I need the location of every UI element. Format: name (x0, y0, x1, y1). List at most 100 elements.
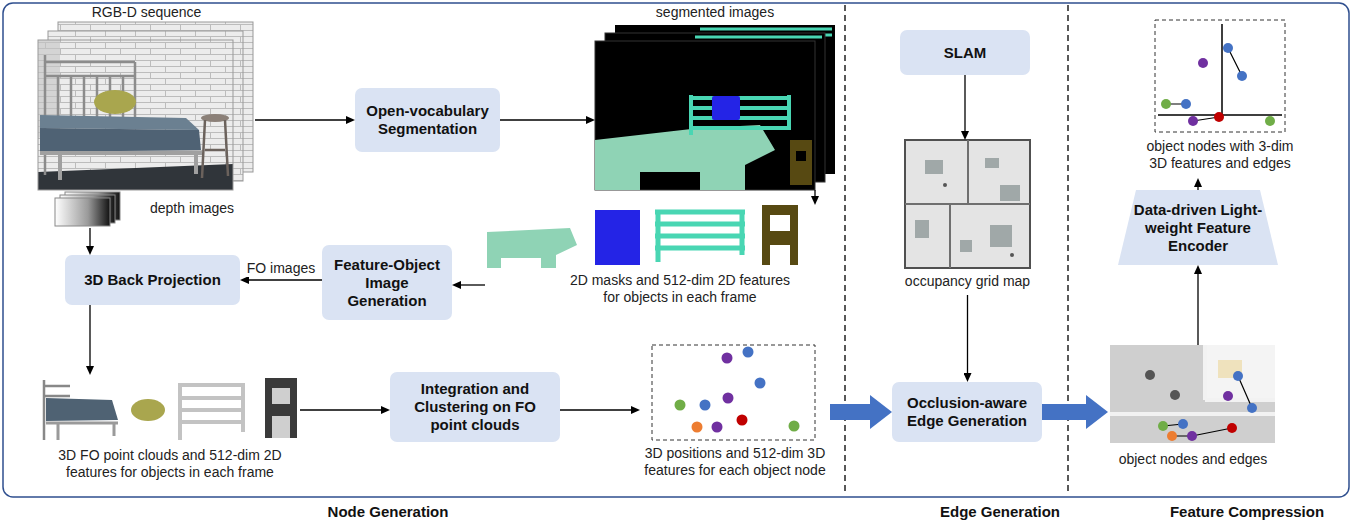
segmented-frames (695, 36, 822, 39)
occupancy-grid-map (1010, 253, 1014, 257)
occupancy-grid-map (925, 160, 943, 174)
segmented-frames (690, 95, 790, 135)
outer-frame (3, 3, 1349, 497)
graph-panel: 3D positions and 512-dim 3D features for… (640, 345, 830, 487)
object-node-scatter (723, 393, 734, 404)
scene-graph-map (1110, 345, 1275, 443)
box-label: Integration and Clustering on FO point c… (398, 380, 552, 434)
process-box: 3D Back Projection (65, 255, 240, 305)
scene-graph-map (1205, 345, 1275, 400)
rgbd-frames (38, 22, 253, 190)
occupancy-grid-map (1000, 185, 1020, 201)
object-masks (770, 245, 790, 265)
box-label: 3D Back Projection (73, 271, 232, 289)
caption-text: depth images (150, 200, 240, 217)
scene-graph-map (1163, 376, 1252, 436)
point-clouds (265, 378, 297, 438)
caption-text: 3D positions and 512-dim 3D features for… (640, 445, 830, 479)
flow-arrow (255, 119, 346, 120)
object-masks (655, 210, 745, 262)
caption-text: 3D FO point clouds and 512-dim 2D featur… (40, 447, 300, 481)
image-panel: 2D masks and 512-dim 2D features for obj… (485, 205, 825, 305)
flow-arrow (89, 305, 90, 366)
point-clouds (272, 388, 290, 404)
flow-arrow (1197, 187, 1198, 190)
segmented-frames (790, 140, 812, 185)
flow-arrow (249, 279, 322, 280)
scene-graph-map (1110, 345, 1275, 414)
scene-graph-map (1187, 431, 1197, 441)
process-box: Feature-Object Image Generation (322, 245, 452, 320)
process-box: Open-vocabulary Segmentation (355, 88, 500, 152)
occupancy-grid-map (915, 220, 929, 238)
compressed-graph-plot (1161, 99, 1171, 109)
segmented-frames (712, 96, 740, 120)
rgbd-frames (40, 115, 199, 130)
scene-graph-map (1233, 371, 1243, 381)
scene-graph-map (1110, 345, 1275, 443)
box-label: Occlusion-aware Edge Generation (900, 394, 1034, 430)
scene-graph-map (1158, 421, 1168, 431)
compressed-graph-plot (1237, 71, 1247, 81)
compressed-graph-plot (1188, 116, 1198, 126)
image-panel: 3D FO point clouds and 512-dim 2D featur… (40, 375, 300, 487)
rgbd-frames (40, 128, 201, 152)
map-panel: occupancy grid map (895, 140, 1040, 295)
object-node-scatter (737, 415, 748, 426)
rgbd-frames (38, 40, 233, 190)
process-box: Occlusion-aware Edge Generation (892, 382, 1042, 442)
object-node-scatter (722, 353, 733, 364)
process-box: SLAM (900, 30, 1030, 75)
point-clouds (46, 423, 118, 440)
object-node-scatter (692, 422, 703, 433)
occupancy-grid-map (905, 140, 1030, 268)
box-label: Data-driven Light-weight Feature Encoder (1132, 201, 1264, 255)
box-label: Open-vocabulary Segmentation (363, 102, 492, 138)
rgbd-frames (94, 90, 136, 114)
flow-arrow (500, 119, 586, 120)
point-clouds (44, 378, 297, 440)
occupancy-grid-map (943, 183, 947, 187)
object-node-scatter (755, 378, 766, 389)
image-panel: segmented images (595, 4, 835, 190)
map-panel: object nodes and edges (1108, 345, 1278, 470)
scene-graph-map (1167, 431, 1177, 441)
rgbd-frames (38, 40, 233, 190)
object-node-scatter (652, 345, 815, 440)
graph-panel: object nodes with 3-dim 3D features and … (1140, 18, 1300, 178)
point-clouds (131, 399, 165, 421)
section-title: Edge Generation (880, 503, 1120, 521)
section-divider (845, 5, 1068, 495)
trapezoid-shape (1118, 190, 1278, 265)
object-masks (762, 205, 798, 265)
segmented-frames (595, 41, 815, 190)
object-node-scatter (712, 422, 723, 433)
occupancy-grid-map (990, 225, 1012, 247)
image-panel: RGB-D sequence (38, 4, 255, 190)
edge-label: FO images (245, 260, 317, 277)
scene-graph-map (1178, 419, 1188, 429)
object-masks (595, 210, 640, 265)
flow-arrow (964, 75, 965, 131)
object-node-scatter (700, 400, 711, 411)
point-clouds (272, 416, 290, 438)
compressed-graph-plot (1155, 20, 1285, 132)
segmented-frames (595, 125, 775, 190)
object-node-scatter (789, 421, 800, 432)
box-label: Feature-Object Image Generation (330, 256, 444, 310)
process-box: Integration and Clustering on FO point c… (390, 372, 560, 442)
section-title: Node Generation (268, 503, 508, 521)
occupancy-grid-map (985, 158, 999, 168)
scene-graph-map (1145, 370, 1155, 380)
segmented-frames (796, 151, 806, 161)
caption-text: object nodes with 3-dim 3D features and … (1140, 138, 1300, 172)
occupancy-grid-map (905, 140, 1030, 268)
flow-arrow (1197, 274, 1198, 345)
rgbd-frames (38, 40, 233, 190)
compressed-graph-plot (1181, 99, 1191, 109)
segmented-frames (595, 25, 835, 190)
encoder-trapezoid: Data-driven Light-weight Feature Encoder (1118, 190, 1278, 265)
flow-arrow (461, 284, 485, 285)
scene-graph-map (1223, 391, 1233, 401)
